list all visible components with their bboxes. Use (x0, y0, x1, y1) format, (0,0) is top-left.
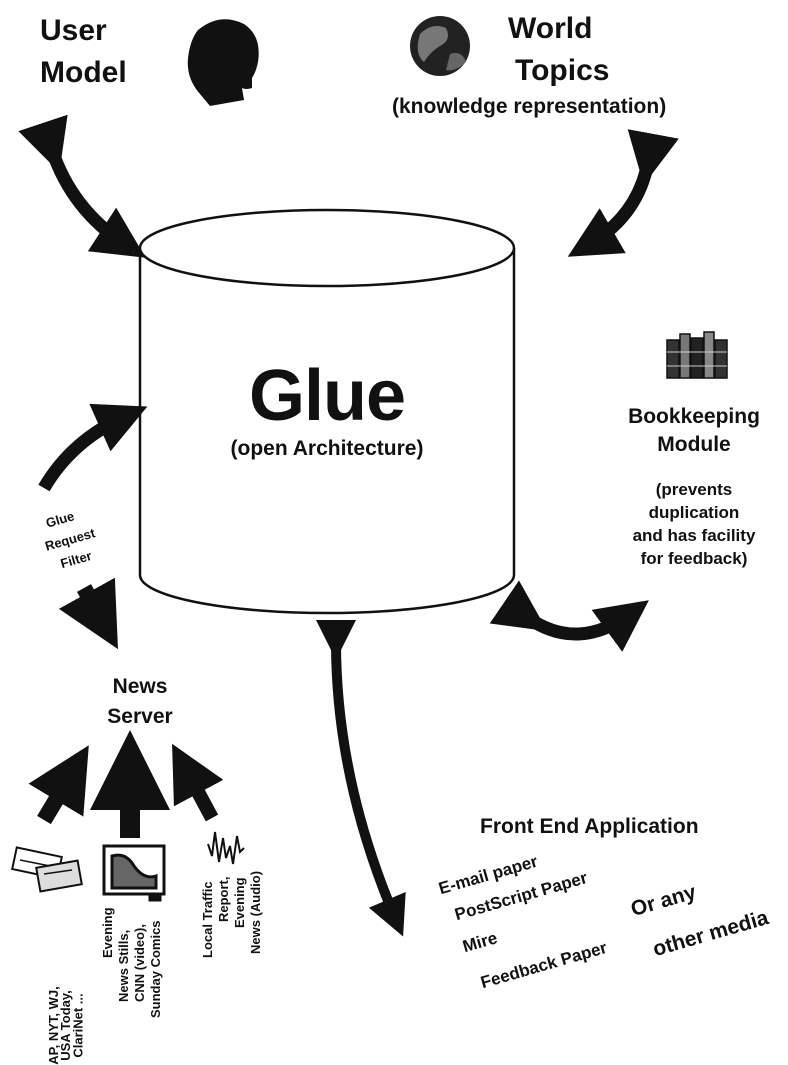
bookkeeping-label-line2: Module (657, 433, 731, 456)
audio-sources-line4: News (Audio) (248, 870, 263, 954)
world-topics-arrow (567, 129, 679, 257)
audio-sources-line3: Evening (232, 877, 247, 928)
globe-icon (410, 16, 470, 76)
user-model-label-line1: User (40, 14, 107, 47)
bookkeeping-arrow (489, 580, 649, 652)
user-model-arrow (18, 114, 146, 258)
video-sources-line1: Evening (100, 907, 115, 958)
video-sources-line3: CNN (video), (132, 924, 147, 1002)
video-sources-line2: News Stills, (116, 929, 131, 1002)
audio-sources-line2: Report, (216, 876, 231, 923)
news-server-label-line2: Server (107, 705, 173, 728)
bookkeeping-note-line2: duplication (648, 503, 740, 522)
waveform-icon (207, 831, 245, 865)
video-sources-line4: Sunday Comics (148, 920, 163, 1018)
world-topics-label-line1: World (508, 12, 593, 45)
world-topics-subtitle: (knowledge representation) (392, 95, 667, 118)
news-server-label-line1: News (112, 675, 168, 698)
request-filter-lower-arrow (58, 577, 118, 650)
bookkeeping-note-line1: (prevents (655, 480, 733, 499)
glue-subtitle: (open Architecture) (230, 437, 424, 460)
bookkeeping-note-line4: for feedback) (640, 549, 748, 568)
front-end-title: Front End Application (480, 815, 699, 838)
architecture-diagram (11, 16, 728, 937)
text-source-arrow (28, 745, 89, 825)
audio-sources-line1: Local Traffic (200, 881, 215, 958)
request-filter-upper-arrow (38, 403, 148, 492)
bookkeeping-note-line3: and has facility (632, 526, 756, 545)
newspapers-icon (11, 846, 83, 893)
glue-title: Glue (248, 356, 406, 436)
tv-icon (102, 844, 166, 902)
head-silhouette-icon (187, 19, 259, 107)
audio-source-arrow (172, 743, 224, 822)
world-topics-label-line2: Topics (515, 54, 610, 87)
books-icon (666, 331, 728, 379)
bookkeeping-label-line1: Bookkeeping (628, 405, 760, 428)
user-model-label-line2: Model (40, 56, 127, 89)
front-end-arrow (315, 619, 406, 937)
